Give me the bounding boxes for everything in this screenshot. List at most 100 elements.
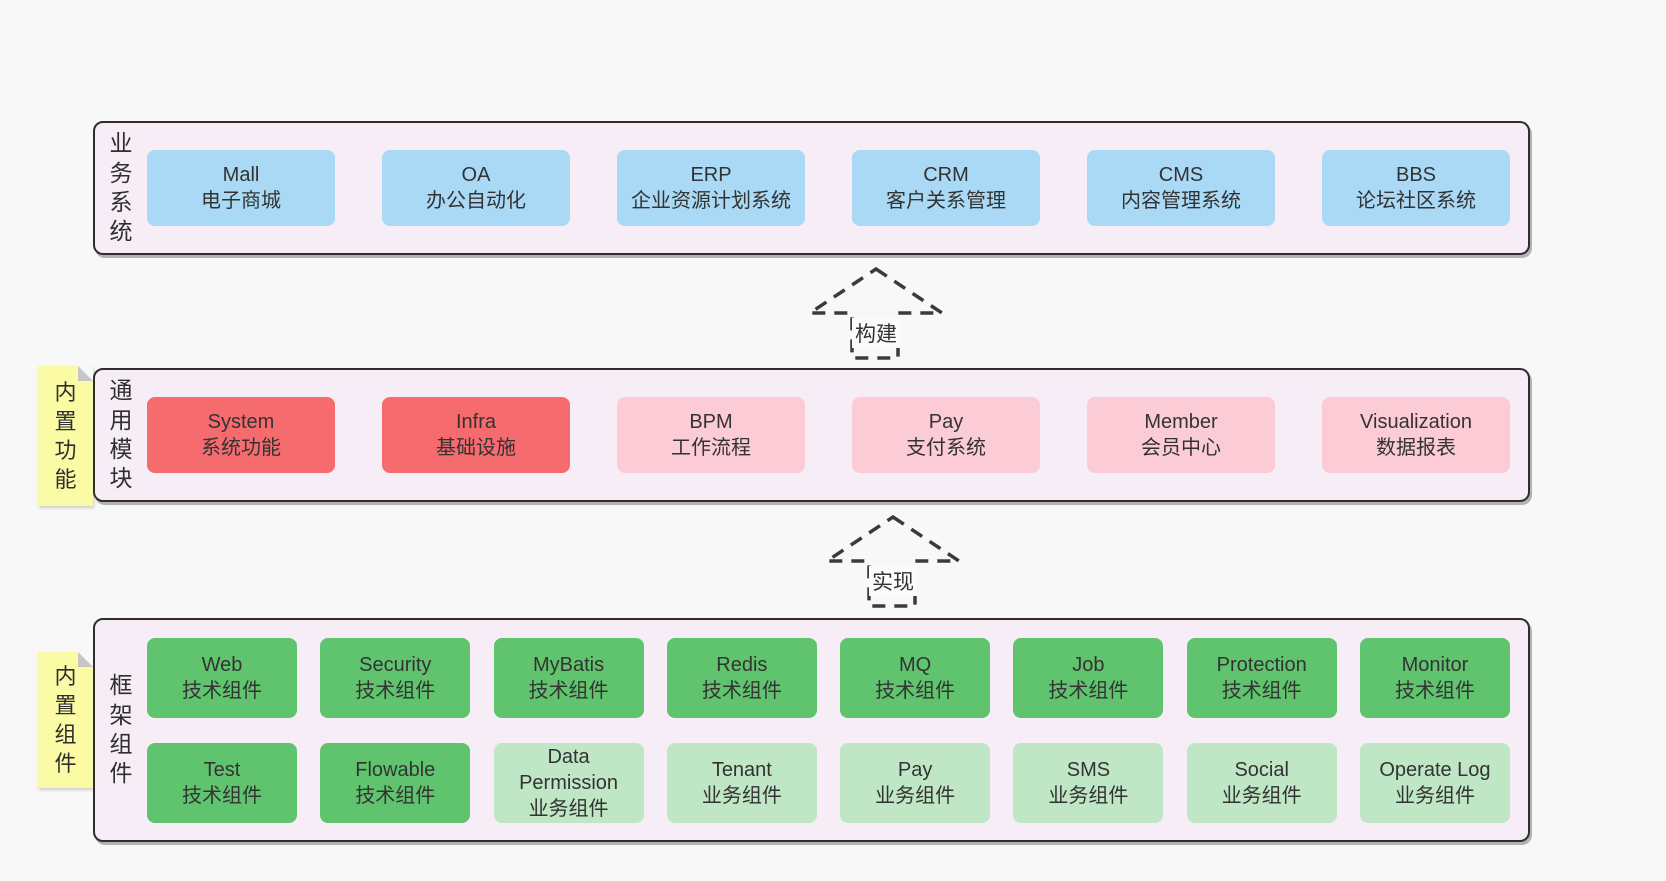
box-subtitle: 技术组件: [1048, 679, 1129, 702]
box-subtitle: 客户关系管理: [886, 190, 1006, 212]
arrow-label: 构建: [852, 318, 900, 348]
box-subtitle: 支付系统: [906, 437, 986, 459]
box-subtitle: 技术组件: [355, 679, 436, 702]
box-subtitle: 技术组件: [355, 784, 436, 807]
box-title: MQ: [899, 653, 932, 676]
band-label-wrap: 框架组件: [95, 620, 147, 840]
diagram-box-sms: SMS 业务组件: [1013, 742, 1164, 823]
box-subtitle: 工作流程: [671, 437, 751, 459]
dashed-up-arrow-icon: [806, 266, 946, 360]
box-title: Infra: [455, 411, 497, 433]
box-title: CMS: [1158, 164, 1204, 186]
box-title: Visualization: [1360, 411, 1472, 433]
band-business-systems: 业务系统 Mall 电子商城 OA 办公自动化 ERP 企业资源计划系统 CRM 客户关系管理…: [93, 121, 1530, 255]
box-title: Member: [1144, 411, 1218, 433]
diagram-box-pay: Pay 业务组件: [840, 742, 991, 823]
box-subtitle: 内容管理系统: [1121, 190, 1241, 212]
box-title: CRM: [923, 164, 969, 186]
common-module-boxes: System 系统功能 Infra 基础设施 BPM 工作流程 Pay 支付系统 Member 会…: [147, 370, 1528, 500]
box-subtitle: 业务组件: [528, 797, 609, 820]
box-title: Flowable: [355, 758, 436, 781]
box-subtitle: 技术组件: [1221, 679, 1302, 702]
arrow-label: 实现: [869, 566, 917, 596]
dashed-up-arrow-icon: [823, 514, 963, 608]
box-title: Mall: [222, 164, 260, 186]
band-label: 框架组件: [109, 672, 133, 787]
box-subtitle: 办公自动化: [426, 190, 526, 212]
sticky-note-built-in-features: 内置功能: [38, 366, 93, 506]
box-title: Pay: [897, 758, 933, 781]
box-title: Test: [203, 758, 241, 781]
box-subtitle: 企业资源计划系统: [631, 190, 791, 212]
box-subtitle: 业务组件: [1221, 784, 1302, 807]
sticky-note-built-in-components: 内置组件: [38, 652, 93, 788]
box-subtitle: 论坛社区系统: [1356, 190, 1476, 212]
band-common-modules: 通用模块 System 系统功能 Infra 基础设施 BPM 工作流程 Pay 支付系统 Me…: [93, 368, 1530, 502]
box-subtitle: 业务组件: [1394, 784, 1475, 807]
box-title: OA: [461, 164, 491, 186]
diagram-box-member: Member 会员中心: [1087, 397, 1275, 473]
sticky-note-label: 内置功能: [54, 379, 77, 493]
diagram-box-mall: Mall 电子商城: [147, 150, 335, 226]
box-title: Job: [1072, 653, 1105, 676]
diagram-box-bpm: BPM 工作流程: [617, 397, 805, 473]
diagram-box-data-permission: Data Permission 业务组件: [493, 742, 644, 823]
band-label-wrap: 业务系统: [95, 123, 147, 253]
box-title: MyBatis: [533, 653, 605, 676]
diagram-box-crm: CRM 客户关系管理: [852, 150, 1040, 226]
diagram-box-protection: Protection 技术组件: [1186, 637, 1337, 718]
box-subtitle: 技术组件: [1394, 679, 1475, 702]
diagram-box-operate-log: Operate Log 业务组件: [1359, 742, 1510, 823]
sticky-note-label: 内置组件: [54, 663, 77, 777]
box-title: Social: [1234, 758, 1289, 781]
diagram-box-system: System 系统功能: [147, 397, 335, 473]
box-subtitle: 技术组件: [528, 679, 609, 702]
diagram-box-bbs: BBS 论坛社区系统: [1322, 150, 1510, 226]
diagram-box-pay: Pay 支付系统: [852, 397, 1040, 473]
box-subtitle: 业务组件: [875, 784, 956, 807]
box-subtitle: 技术组件: [701, 679, 782, 702]
diagram-box-redis: Redis 技术组件: [666, 637, 817, 718]
box-title: Data Permission: [519, 745, 619, 794]
diagram-box-tenant: Tenant 业务组件: [666, 742, 817, 823]
box-title: Monitor: [1401, 653, 1469, 676]
box-title: Web: [201, 653, 243, 676]
box-subtitle: 电子商城: [201, 190, 281, 212]
diagram-box-mq: MQ 技术组件: [840, 637, 991, 718]
box-subtitle: 业务组件: [701, 784, 782, 807]
box-title: Redis: [716, 653, 768, 676]
box-title: BPM: [689, 411, 733, 433]
box-title: Pay: [928, 411, 964, 433]
box-subtitle: 技术组件: [182, 784, 262, 807]
box-title: SMS: [1066, 758, 1111, 781]
diagram-box-cms: CMS 内容管理系统: [1087, 150, 1275, 226]
box-title: Security: [359, 653, 432, 676]
diagram-box-oa: OA 办公自动化: [382, 150, 570, 226]
diagram-box-test: Test 技术组件: [147, 742, 297, 823]
diagram-box-monitor: Monitor 技术组件: [1359, 637, 1510, 718]
box-subtitle: 系统功能: [201, 437, 281, 459]
box-subtitle: 技术组件: [182, 679, 262, 702]
diagram-box-social: Social 业务组件: [1186, 742, 1337, 823]
box-subtitle: 业务组件: [1048, 784, 1129, 807]
diagram-box-web: Web 技术组件: [147, 637, 297, 718]
box-title: System: [207, 411, 275, 433]
band-label-wrap: 通用模块: [95, 370, 147, 500]
diagram-box-job: Job 技术组件: [1013, 637, 1164, 718]
box-title: BBS: [1395, 164, 1437, 186]
box-subtitle: 会员中心: [1141, 437, 1221, 459]
box-title: ERP: [690, 164, 732, 186]
band-label: 业务系统: [109, 130, 133, 245]
build-arrow: 构建: [806, 266, 946, 362]
box-title: Operate Log: [1379, 758, 1491, 781]
box-subtitle: 基础设施: [436, 437, 516, 459]
box-title: Tenant: [711, 758, 772, 781]
diagram-box-flowable: Flowable 技术组件: [320, 742, 471, 823]
box-title: Protection: [1216, 653, 1307, 676]
box-subtitle: 技术组件: [875, 679, 956, 702]
